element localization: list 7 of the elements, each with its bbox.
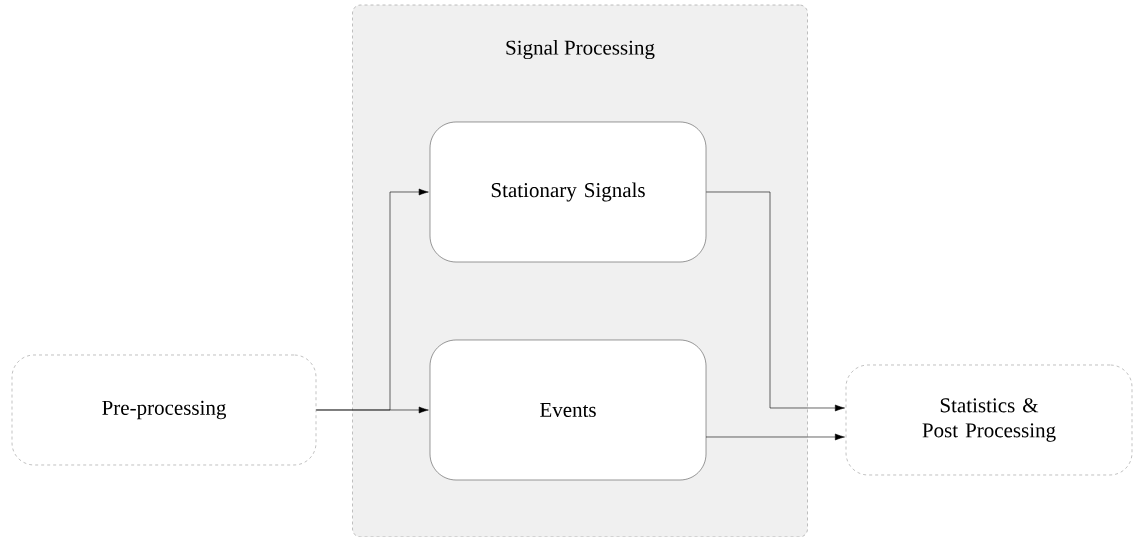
arrow [705, 191, 845, 412]
process-box: Statistics & Post Processing [845, 364, 1133, 476]
process-box: Stationary Signals [429, 121, 707, 263]
arrow [705, 433, 845, 441]
process-box: Events [429, 339, 707, 481]
process-box: Pre-processing [11, 354, 317, 466]
arrow [315, 406, 429, 414]
